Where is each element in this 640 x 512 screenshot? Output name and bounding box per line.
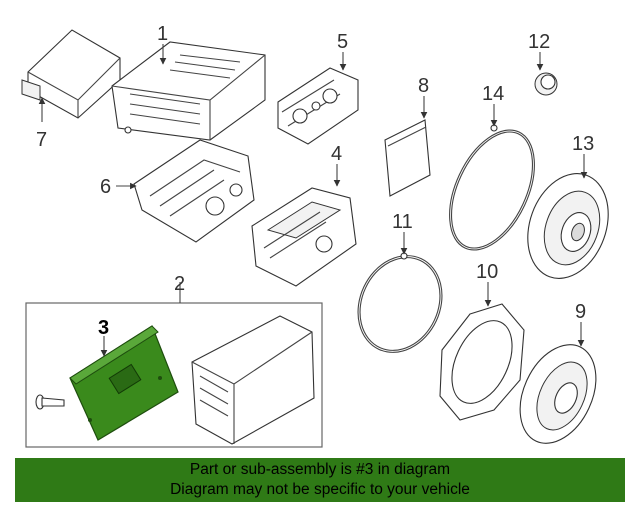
part-3-module-highlighted[interactable] <box>69 325 179 441</box>
banner-line-1: Part or sub-assembly is #3 in diagram <box>189 461 451 478</box>
callout-14: 14 <box>482 83 504 105</box>
part-12-knob[interactable] <box>534 72 558 96</box>
callout-10: 10 <box>476 261 498 283</box>
callout-3: 3 <box>98 317 109 339</box>
callout-4: 4 <box>331 143 342 165</box>
callout-2: 2 <box>174 273 185 295</box>
part-13-speaker[interactable] <box>514 162 622 289</box>
part-5-control-panel[interactable] <box>277 67 359 145</box>
part-6-bezel[interactable] <box>133 139 255 243</box>
callout-12: 12 <box>528 31 550 53</box>
callout-7: 7 <box>36 129 47 151</box>
callout-8: 8 <box>418 75 429 97</box>
part-8-pad[interactable] <box>384 119 431 197</box>
callout-9: 9 <box>575 301 586 323</box>
screw[interactable] <box>35 394 65 410</box>
callout-1: 1 <box>157 23 168 45</box>
callout-11: 11 <box>392 211 413 233</box>
sub-assembly-unit[interactable] <box>191 315 315 445</box>
part-1-radio-chassis[interactable] <box>111 41 266 141</box>
part-10-bracket[interactable] <box>439 303 525 421</box>
part-7-module[interactable] <box>21 29 121 119</box>
parts-diagram: 7 1 5 12 8 14 <box>21 23 622 456</box>
sub-assembly-2-box <box>25 302 323 448</box>
part-4-faceplate[interactable] <box>251 187 357 287</box>
info-banner: Part or sub-assembly is #3 in diagram Di… <box>15 458 625 502</box>
callout-6: 6 <box>100 176 111 198</box>
part-11-gasket[interactable] <box>343 242 458 366</box>
callout-5: 5 <box>337 31 348 53</box>
part-9-speaker[interactable] <box>505 333 611 456</box>
banner-line-2: Diagram may not be specific to your vehi… <box>170 481 470 498</box>
callout-13: 13 <box>572 133 594 155</box>
